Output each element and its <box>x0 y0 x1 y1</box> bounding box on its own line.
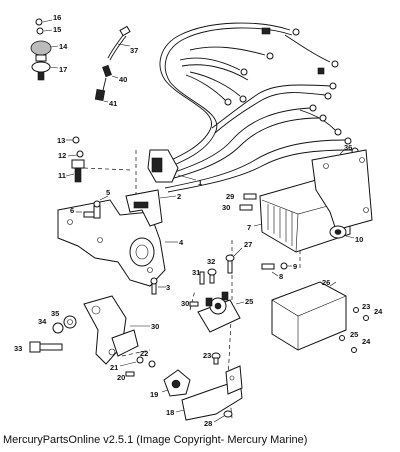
bracket-33 <box>83 295 150 365</box>
callout-6: 6 <box>70 206 74 215</box>
callout-20: 20 <box>117 373 125 382</box>
bracket-18 <box>175 365 243 421</box>
callout-30b: 30 <box>222 203 230 212</box>
callout-25a: 24 <box>374 307 383 316</box>
part-16-17-assembly <box>30 18 59 81</box>
callout-31: 31 <box>192 268 200 277</box>
cover-26 <box>271 281 347 351</box>
callout-33: 30 <box>151 322 159 331</box>
callout-36: 35 <box>51 309 59 318</box>
callout-labels: 16 15 14 17 37 40 41 13 12 11 1 36 2 5 6… <box>14 13 383 428</box>
bolt-34-washers <box>29 315 77 353</box>
screws-5-6-3 <box>76 195 166 295</box>
callout-26: 26 <box>322 278 330 287</box>
callout-30c: 30 <box>181 299 189 308</box>
callout-9: 9 <box>293 262 297 271</box>
callout-7: 7 <box>247 223 251 232</box>
callout-17: 17 <box>59 65 67 74</box>
callout-21: 21 <box>110 363 118 372</box>
mounting-plate-4 <box>57 199 178 287</box>
callout-12: 12 <box>58 151 66 160</box>
callout-27: 25 <box>245 297 253 306</box>
lead-assembly-40-42 <box>94 25 131 103</box>
callout-22: 22 <box>140 349 148 358</box>
callout-4: 4 <box>179 238 184 247</box>
callout-5: 5 <box>106 188 110 197</box>
hardware-20-22 <box>119 356 156 377</box>
callout-13: 13 <box>57 136 65 145</box>
sender-11-13 <box>65 136 85 183</box>
callout-11: 11 <box>58 171 66 180</box>
callout-32: 32 <box>207 257 215 266</box>
part-10 <box>329 225 355 239</box>
hardware-23-29 <box>211 352 233 423</box>
callout-18: 18 <box>166 408 174 417</box>
callout-19: 19 <box>150 390 158 399</box>
callout-35: 34 <box>38 317 47 326</box>
callout-16: 16 <box>53 13 61 22</box>
callout-2: 2 <box>177 192 181 201</box>
callout-30a: 29 <box>226 192 234 201</box>
callout-41: 40 <box>119 75 127 84</box>
callout-24a: 23 <box>362 302 370 311</box>
callout-10: 10 <box>355 235 363 244</box>
callout-25b: 24 <box>362 337 371 346</box>
hardware-31-32 <box>189 268 217 307</box>
callout-1: 1 <box>198 178 202 187</box>
callout-37: 36 <box>344 143 352 152</box>
callout-3: 3 <box>166 283 170 292</box>
wiring-harness <box>147 22 359 193</box>
solenoid-27 <box>197 291 245 333</box>
part-19 <box>161 369 191 397</box>
screws-30-8-9-28 <box>225 193 292 277</box>
callout-42: 41 <box>109 99 117 108</box>
callout-34: 33 <box>14 344 22 353</box>
callout-29: 28 <box>204 419 212 428</box>
callout-15: 15 <box>53 25 61 34</box>
callout-40: 37 <box>130 46 138 55</box>
image-caption: MercuryPartsOnline v2.5.1 (Image Copyrig… <box>3 434 308 446</box>
callout-28: 27 <box>244 240 252 249</box>
screws-24-25 <box>339 307 369 353</box>
callout-24b: 25 <box>350 330 358 339</box>
bracket-2 <box>125 189 177 227</box>
callout-8: 8 <box>279 272 283 281</box>
callout-14: 14 <box>59 42 68 51</box>
callout-23: 23 <box>203 351 211 360</box>
